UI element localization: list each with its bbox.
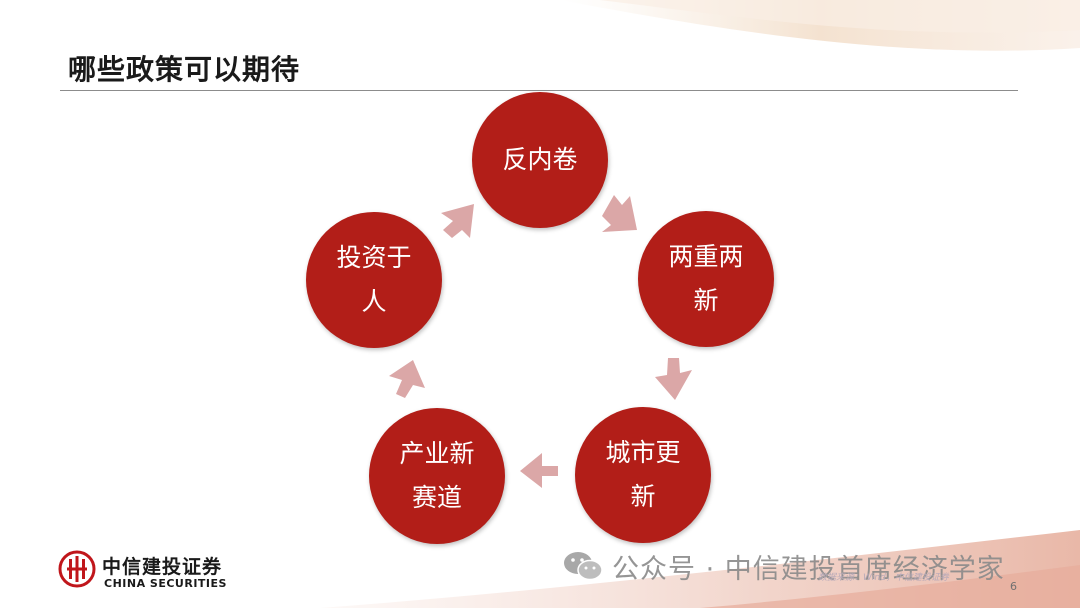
wechat-icon <box>564 552 603 581</box>
watermark-text: 公众号 · 中信建投首席经济学家 <box>612 553 1005 585</box>
company-logo: 中信建投证券 CHINA SECURITIES <box>58 550 248 590</box>
page-number: 6 <box>1010 580 1017 593</box>
node-label: 反内卷 <box>502 145 578 174</box>
arrow-1-to-2 <box>602 195 637 232</box>
node-anti-involution: 反内卷 <box>472 92 608 228</box>
source-note: 数据来源：Wind，中信建投证券 <box>818 573 949 583</box>
arrow-3-to-4 <box>520 453 558 488</box>
arrow-5-to-1 <box>441 204 474 238</box>
citic-logo-icon <box>58 550 96 588</box>
wechat-watermark: 公众号 · 中信建投首席经济学家 <box>562 548 1005 585</box>
slide-title: 哪些政策可以期待 <box>68 53 301 86</box>
node-label: 两重两新 <box>668 242 744 315</box>
logo-chinese-name: 中信建投证券 <box>102 556 223 578</box>
arrow-2-to-3 <box>655 358 692 400</box>
node-label: 产业新赛道 <box>399 439 475 512</box>
node-label: 城市更新 <box>605 438 681 511</box>
node-urban-renewal: 城市更新 <box>575 407 711 543</box>
node-invest-in-people: 投资于人 <box>306 212 442 348</box>
node-two-major-two-new: 两重两新 <box>638 211 774 347</box>
title-divider <box>60 90 1018 91</box>
logo-english-name: CHINA SECURITIES <box>104 577 227 590</box>
node-new-industry-tracks: 产业新赛道 <box>369 408 505 544</box>
node-label: 投资于人 <box>336 243 412 316</box>
arrow-4-to-5 <box>389 360 425 398</box>
